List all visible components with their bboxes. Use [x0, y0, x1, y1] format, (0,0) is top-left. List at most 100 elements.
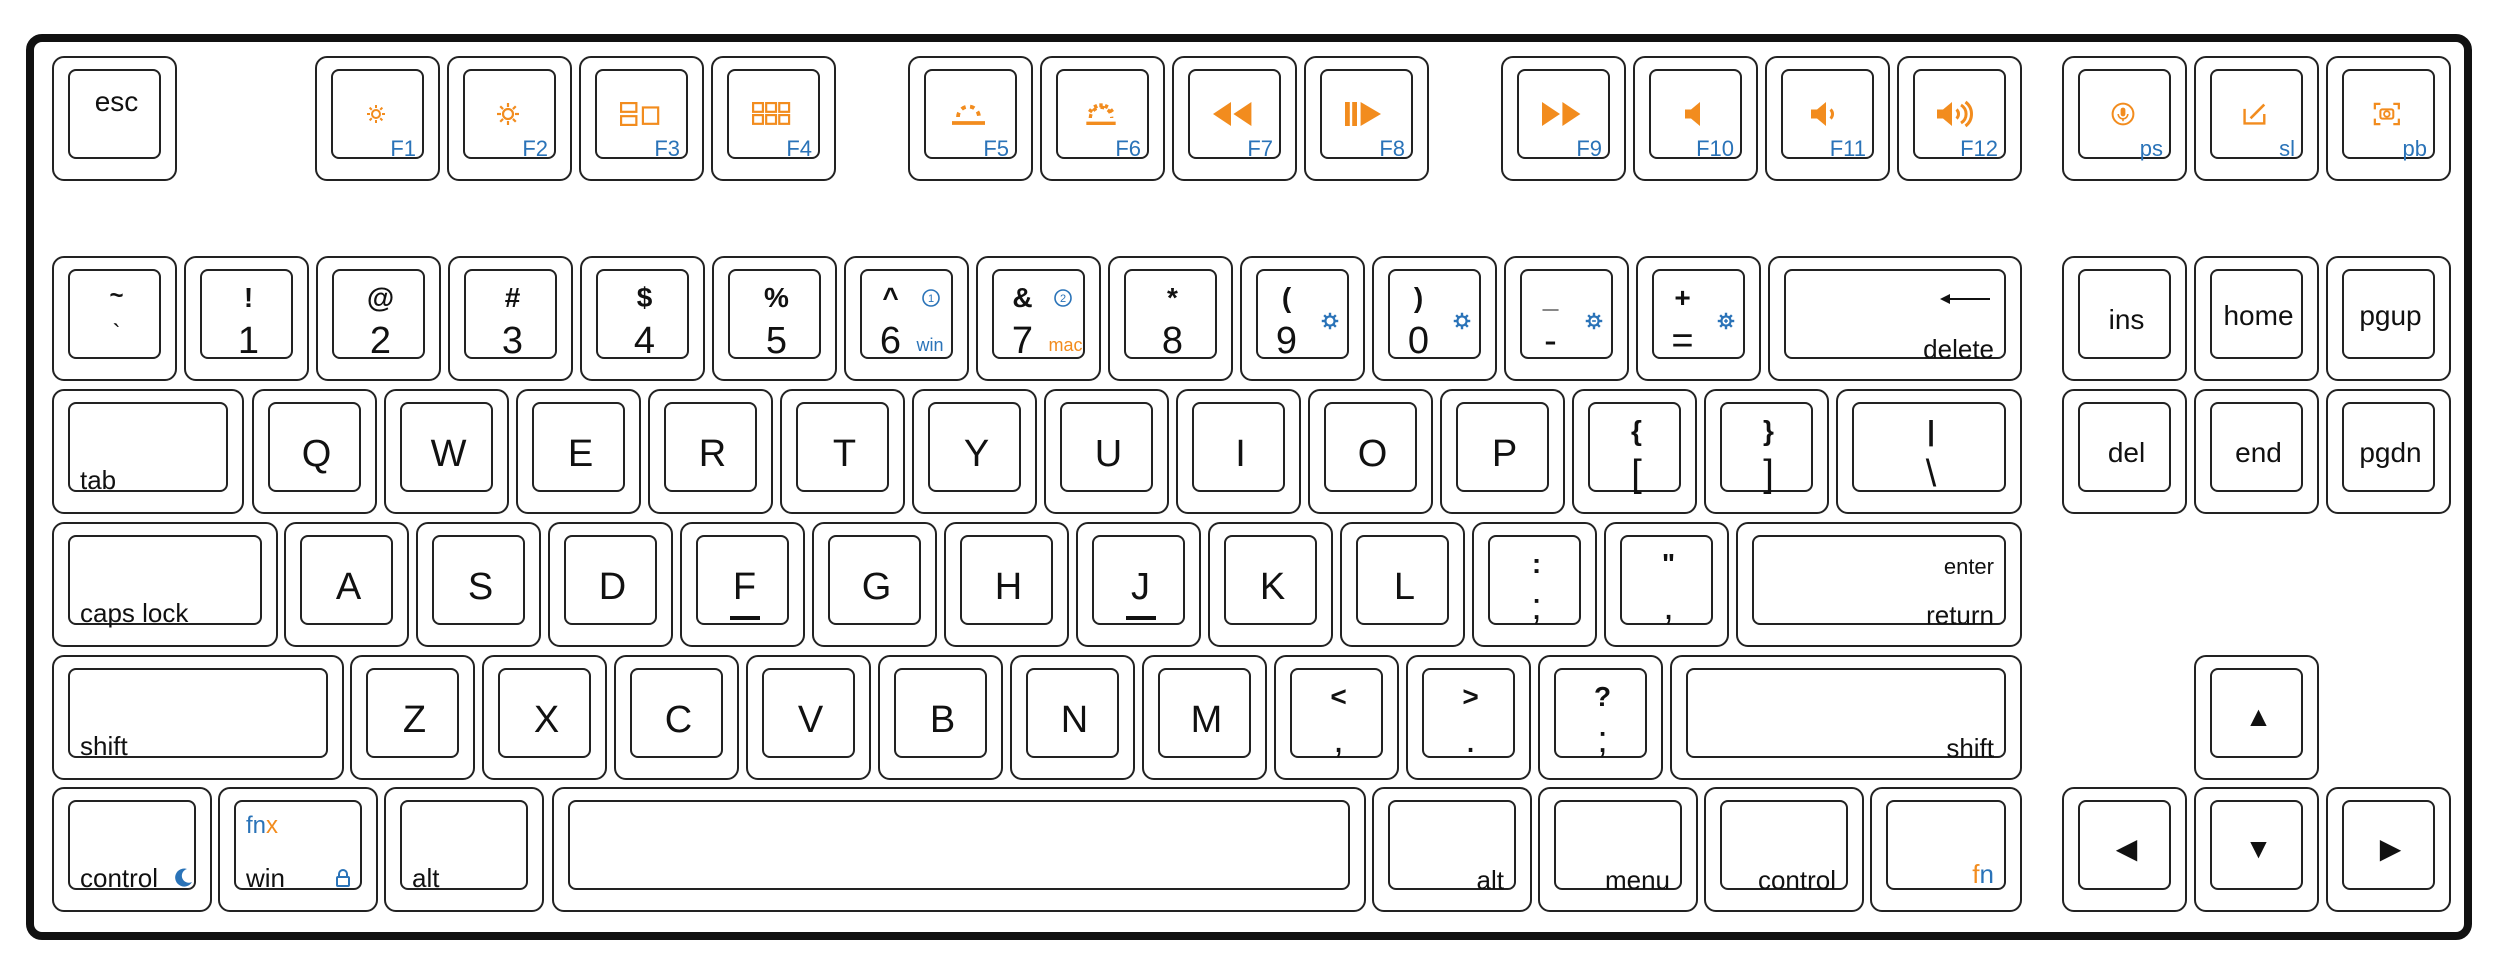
key-3[interactable]: #3	[448, 256, 573, 381]
key-end[interactable]: end	[2194, 389, 2319, 514]
key-pgdn[interactable]: pgdn	[2326, 389, 2451, 514]
key-menu[interactable]: menu	[1538, 787, 1698, 912]
key-p[interactable]: P	[1440, 389, 1565, 514]
key-f[interactable]: F	[680, 522, 805, 647]
key-f9[interactable]: F9	[1501, 56, 1626, 181]
key-quote[interactable]: ",	[1604, 522, 1729, 647]
key-pause-break[interactable]: pb	[2326, 56, 2451, 181]
key-4[interactable]: $4	[580, 256, 705, 381]
keycap-face	[1388, 800, 1516, 890]
key-backtick[interactable]: ~`	[52, 256, 177, 381]
key-f11[interactable]: F11	[1765, 56, 1890, 181]
key-y[interactable]: Y	[912, 389, 1037, 514]
key-a[interactable]: A	[284, 522, 409, 647]
key-f2[interactable]: F2	[447, 56, 572, 181]
key-c[interactable]: C	[614, 655, 739, 780]
key-shift-legend: _	[1542, 282, 1559, 313]
keycap-face	[924, 69, 1017, 159]
key-n[interactable]: N	[1010, 655, 1135, 780]
key-equals[interactable]: +=	[1636, 256, 1761, 381]
key-v[interactable]: V	[746, 655, 871, 780]
key-f7[interactable]: F7	[1172, 56, 1297, 181]
keycap-face	[68, 668, 328, 758]
key-semicolon[interactable]: :;	[1472, 522, 1597, 647]
key-pgup[interactable]: pgup	[2326, 256, 2451, 381]
key-shift-left[interactable]: shift	[52, 655, 344, 780]
key-control-left[interactable]: control	[52, 787, 212, 912]
keycap-face	[200, 269, 293, 359]
key-f10[interactable]: F10	[1633, 56, 1758, 181]
key-1[interactable]: !1	[184, 256, 309, 381]
key-k[interactable]: K	[1208, 522, 1333, 647]
key-caps-lock[interactable]: caps lock	[52, 522, 278, 647]
key-z[interactable]: Z	[350, 655, 475, 780]
key-ins[interactable]: ins	[2062, 256, 2187, 381]
key-control-right[interactable]: control	[1704, 787, 1864, 912]
key-arrow-down[interactable]: ▼	[2194, 787, 2319, 912]
key-f6[interactable]: F6	[1040, 56, 1165, 181]
key-home[interactable]: home	[2194, 256, 2319, 381]
key-backslash[interactable]: |\	[1836, 389, 2022, 514]
key-m[interactable]: M	[1142, 655, 1267, 780]
key-o[interactable]: O	[1308, 389, 1433, 514]
key-f5[interactable]: F5	[908, 56, 1033, 181]
keycap-face	[68, 800, 196, 890]
key-f3[interactable]: F3	[579, 56, 704, 181]
keycap-face	[2342, 402, 2435, 492]
volume-down-icon	[1810, 102, 1834, 126]
key-delete[interactable]: delete	[1768, 256, 2022, 381]
key-print-screen[interactable]: ps	[2062, 56, 2187, 181]
key-fn[interactable]: fn	[1870, 787, 2022, 912]
key-r[interactable]: R	[648, 389, 773, 514]
key-8[interactable]: *8	[1108, 256, 1233, 381]
key-shift-right[interactable]: shift	[1670, 655, 2022, 780]
key-q[interactable]: Q	[252, 389, 377, 514]
key-s[interactable]: S	[416, 522, 541, 647]
key-arrow-left[interactable]: ◀	[2062, 787, 2187, 912]
key-arrow-up[interactable]: ▲	[2194, 655, 2319, 780]
key-i[interactable]: I	[1176, 389, 1301, 514]
key-slash[interactable]: ?;	[1538, 655, 1663, 780]
keycap-face	[1056, 69, 1149, 159]
key-5[interactable]: %5	[712, 256, 837, 381]
key-comma[interactable]: <,	[1274, 655, 1399, 780]
key-alt-right[interactable]: alt	[1372, 787, 1532, 912]
key-tab[interactable]: tab	[52, 389, 244, 514]
key-arrow-right[interactable]: ▶	[2326, 787, 2451, 912]
key-e[interactable]: E	[516, 389, 641, 514]
key-alt-left[interactable]: alt	[384, 787, 544, 912]
key-u[interactable]: U	[1044, 389, 1169, 514]
key-bracket-right[interactable]: }]	[1704, 389, 1829, 514]
key-9[interactable]: (9	[1240, 256, 1365, 381]
key-legend: V	[797, 699, 824, 741]
key-esc[interactable]: esc	[52, 56, 177, 181]
key-minus[interactable]: _-	[1504, 256, 1629, 381]
keycap-face	[1158, 668, 1251, 758]
key-w[interactable]: W	[384, 389, 509, 514]
key-period[interactable]: >.	[1406, 655, 1531, 780]
keycap-face	[595, 69, 688, 159]
key-legend: U	[1094, 433, 1123, 475]
key-g[interactable]: G	[812, 522, 937, 647]
key-b[interactable]: B	[878, 655, 1003, 780]
key-f12[interactable]: F12	[1897, 56, 2022, 181]
key-del[interactable]: del	[2062, 389, 2187, 514]
key-2[interactable]: @2	[316, 256, 441, 381]
key-j[interactable]: J	[1076, 522, 1201, 647]
key-l[interactable]: L	[1340, 522, 1465, 647]
key-scroll-lock[interactable]: sl	[2194, 56, 2319, 181]
key-f4[interactable]: F4	[711, 56, 836, 181]
key-f8[interactable]: F8	[1304, 56, 1429, 181]
key-f1[interactable]: F1	[315, 56, 440, 181]
key-0[interactable]: )0	[1372, 256, 1497, 381]
key-t[interactable]: T	[780, 389, 905, 514]
key-space[interactable]	[552, 787, 1366, 912]
key-h[interactable]: H	[944, 522, 1069, 647]
key-bracket-left[interactable]: {[	[1572, 389, 1697, 514]
key-x[interactable]: X	[482, 655, 607, 780]
key-d[interactable]: D	[548, 522, 673, 647]
